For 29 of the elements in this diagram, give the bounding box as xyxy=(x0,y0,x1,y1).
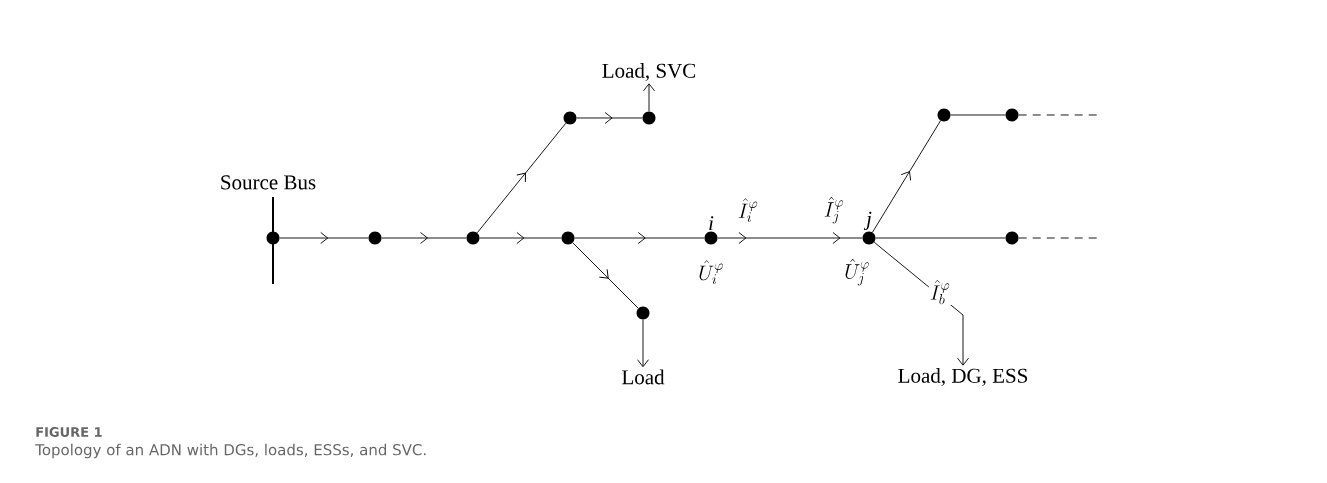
node-label: i xyxy=(709,216,714,231)
node-label: j xyxy=(863,211,872,231)
figure-number: FIGURE 1 xyxy=(36,427,102,437)
bus-node xyxy=(368,231,382,245)
bus-node: j xyxy=(862,211,876,245)
bus-node xyxy=(563,111,577,125)
source-bus: Source Bus xyxy=(221,175,316,285)
caption: Topology of an ADN with DGs, loads, ESSs, and SVC. xyxy=(35,443,426,459)
node-label: Source Bus xyxy=(221,175,316,190)
bus-node xyxy=(561,231,575,245)
quantity-label: $\hat{I}_j^{\varphi}$ xyxy=(824,196,844,224)
load-label: Load, SVC xyxy=(602,63,696,81)
bus-node xyxy=(1005,108,1019,122)
arrow xyxy=(643,83,655,112)
quantity-label: $\hat{I}_i^{\varphi}$ xyxy=(738,198,758,222)
edge-label: $\hat{I}_b^{\varphi}$ xyxy=(928,278,952,306)
load-label: Load xyxy=(622,369,665,385)
bus-node xyxy=(642,111,656,125)
bus-node: i xyxy=(704,216,718,245)
line xyxy=(950,114,1006,116)
bus-node xyxy=(466,231,480,245)
quantity-label: $\hat{U}_i^{\varphi}$ xyxy=(699,260,723,284)
quantity-label: $\hat{U}_j^{\varphi}$ xyxy=(845,258,869,286)
bus-node xyxy=(1005,231,1019,245)
bus-node xyxy=(636,306,650,320)
load-label: Load, DG, ESS xyxy=(898,368,1028,386)
line xyxy=(875,237,1006,239)
arrow xyxy=(637,319,649,368)
bus-node xyxy=(937,108,951,122)
